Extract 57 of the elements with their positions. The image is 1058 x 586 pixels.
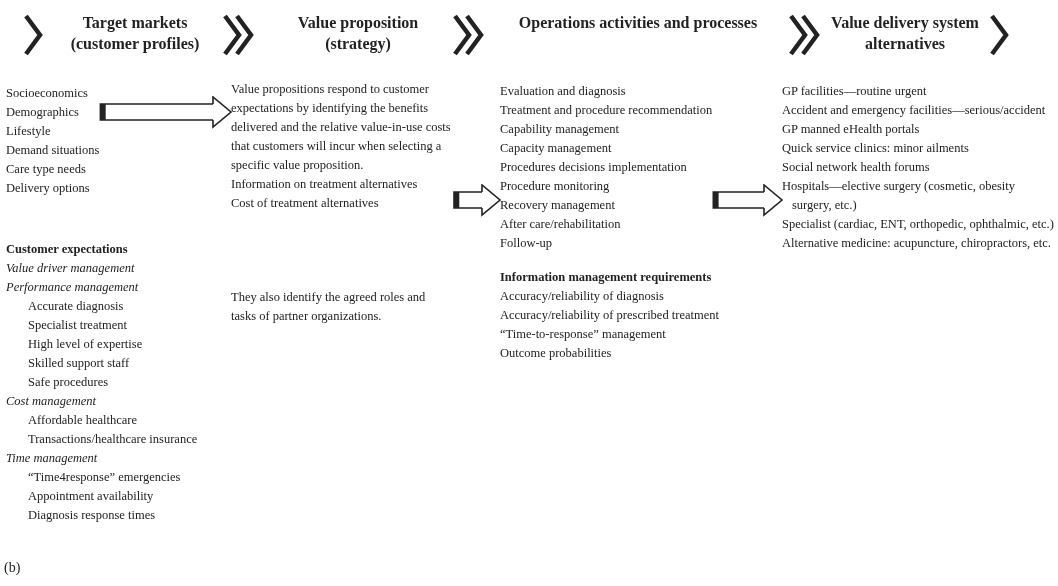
list-item: Affordable healthcare [27, 412, 139, 429]
list-item: Specialist (cardiac, ENT, orthopedic, ophthalmic, etc.) [782, 216, 1055, 233]
list-item: Outcome probabilities [500, 345, 613, 362]
column-heading: Value delivery system alternatives [824, 12, 986, 54]
list-item: “Time4response” emergencies [27, 469, 182, 486]
chevron-arrow [222, 13, 254, 57]
list-item: Transactions/healthcare insurance [27, 431, 199, 448]
list-item: Capability management [500, 121, 621, 138]
subheading: Cost management [6, 393, 97, 410]
paragraph: They also identify the agreed roles and tasks of partner organizations. [231, 288, 453, 326]
chevron-arrow [990, 14, 1009, 56]
list-item: Accident and emergency facilities—serious/accident [782, 102, 1047, 119]
caption: (b) [4, 560, 21, 576]
list-item: Delivery options [6, 180, 91, 197]
list-item: Recovery management [500, 197, 616, 214]
paragraph: Value propositions respond to customer expectations by identifying the benefits delivered and the relative value-in-use costs that customers will incur when selecting a specific value proposition. [231, 81, 452, 174]
list-item: Appointment availability [27, 488, 155, 505]
list-item: Hospitals—elective surgery (cosmetic, obesity surgery, etc.) [782, 178, 1017, 214]
section-heading: Information management requirements [500, 269, 713, 286]
list-item: Socioeconomics [6, 85, 89, 102]
list-item: Accuracy/reliability of diagnosis [500, 288, 665, 305]
list-item: Care type needs [6, 161, 87, 178]
list-item: Lifestyle [6, 123, 52, 140]
list-item: After care/rehabilitation [500, 216, 622, 233]
list-item: Demographics [6, 104, 80, 121]
chevron-arrow [452, 13, 484, 57]
list-item: Alternative medicine: acupuncture, chiropractors, etc. [782, 235, 1052, 252]
list-item: High level of expertise [27, 336, 144, 353]
list-item: Follow-up [500, 235, 554, 252]
list-item: Capacity management [500, 140, 613, 157]
list-item: Skilled support staff [27, 355, 131, 372]
column-heading: Operations activities and processes [490, 12, 786, 33]
list-item: Information on treatment alternatives [231, 176, 419, 193]
column-heading: Value proposition (strategy) [268, 12, 448, 54]
list-item: “Time-to-response” management [500, 326, 667, 343]
list-item: Specialist treatment [27, 317, 128, 334]
list-item: Treatment and procedure recommendation [500, 102, 713, 119]
list-item: Demand situations [6, 142, 100, 159]
list-item: Social network health forums [782, 159, 931, 176]
list-item: GP manned eHealth portals [782, 121, 921, 138]
subheading: Value driver management [6, 260, 136, 277]
list-item: GP facilities—routine urgent [782, 83, 928, 100]
list-item: Accurate diagnosis [27, 298, 125, 315]
chevron-arrow [788, 13, 820, 57]
list-item: Evaluation and diagnosis [500, 83, 627, 100]
list-item: Quick service clinics: minor ailments [782, 140, 970, 157]
subheading: Time management [6, 450, 99, 467]
section-heading: Customer expectations [6, 241, 129, 258]
list-item: Procedures decisions implementation [500, 159, 688, 176]
list-item: Cost of treatment alternatives [231, 195, 380, 212]
list-item: Safe procedures [27, 374, 110, 391]
column-heading: Target markets (customer profiles) [60, 12, 210, 54]
list-item: Accuracy/reliability of prescribed treatment [500, 307, 719, 324]
subheading: Performance management [6, 279, 140, 296]
chevron-arrow [24, 14, 43, 56]
list-item: Procedure monitoring [500, 178, 611, 195]
list-item: Diagnosis response times [27, 507, 157, 524]
